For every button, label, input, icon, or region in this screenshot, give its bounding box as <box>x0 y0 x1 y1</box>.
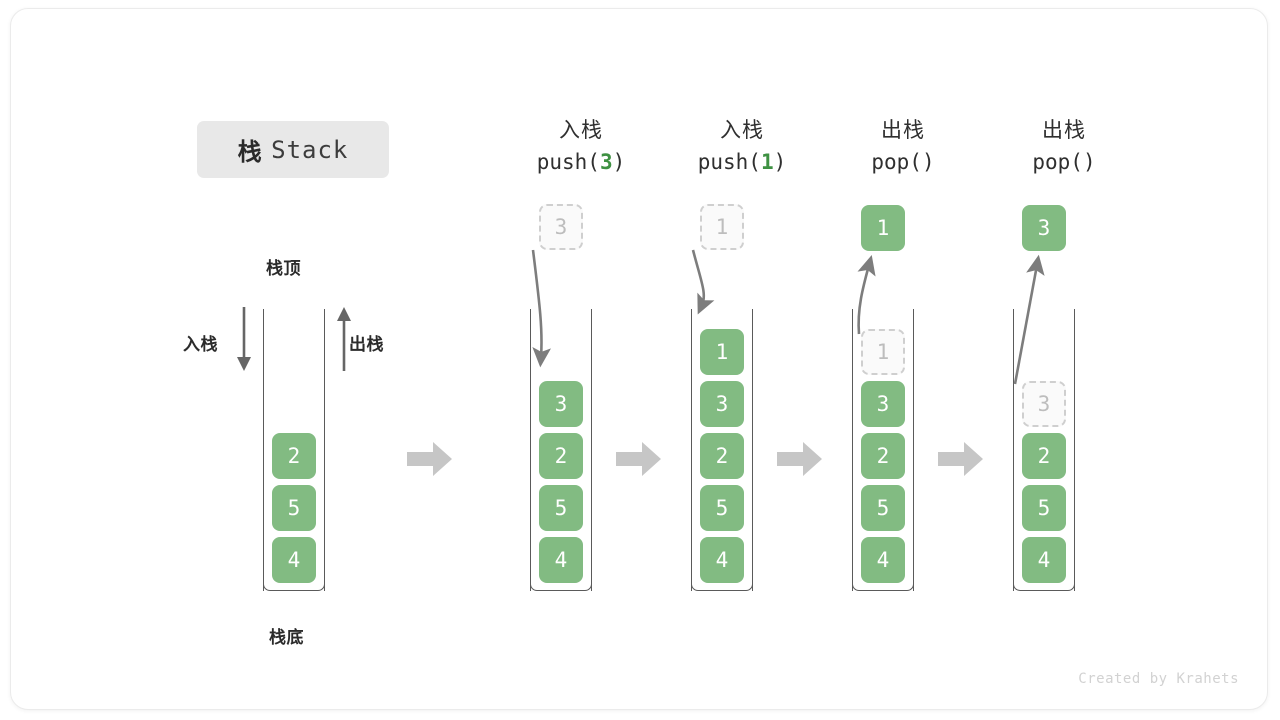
label-push-direction: 入栈 <box>183 335 218 354</box>
step-header-pop-3: 出栈 pop() <box>984 115 1144 179</box>
stack-floor <box>691 581 753 591</box>
stack-cell: 3 <box>539 381 583 427</box>
title-latin: Stack <box>271 135 349 164</box>
stack-cell: 2 <box>272 433 316 479</box>
stack-wall-left <box>1013 309 1014 591</box>
stack-cell: 3 <box>861 381 905 427</box>
stack-floor <box>1013 581 1075 591</box>
stack-wall-left <box>530 309 531 591</box>
transition-arrow-3 <box>777 442 822 476</box>
stack-floor <box>852 581 914 591</box>
stack-wall-right <box>1074 309 1075 591</box>
stack-cell: 5 <box>539 485 583 531</box>
step-header-push-3: 入栈 push(3) <box>501 115 661 179</box>
stack-container-push-1 <box>691 309 753 591</box>
step-op-code: pop() <box>871 150 935 174</box>
stack-cell: 2 <box>539 433 583 479</box>
step-op-code: push(3) <box>536 150 626 174</box>
stack-container-push-3 <box>530 309 592 591</box>
watermark: Created by Krahets <box>1078 671 1239 687</box>
stack-container-pop-3 <box>1013 309 1075 591</box>
stack-cell: 1 <box>700 329 744 375</box>
stack-wall-right <box>752 309 753 591</box>
push-arrow-1 <box>691 249 715 315</box>
step-header-push-1: 入栈 push(1) <box>662 115 822 179</box>
stack-wall-left <box>691 309 692 591</box>
stack-cell: 2 <box>1022 433 1066 479</box>
popped-value-box-pop-1: 1 <box>861 205 905 251</box>
stack-wall-right <box>591 309 592 591</box>
stack-cell: 5 <box>861 485 905 531</box>
push-direction-arrow <box>237 307 251 371</box>
diagram-title: 栈 Stack <box>197 121 389 178</box>
stack-cell: 4 <box>539 537 583 583</box>
stack-cell: 5 <box>700 485 744 531</box>
stack-cell: 4 <box>1022 537 1066 583</box>
stack-cell: 5 <box>1022 485 1066 531</box>
transition-arrow-1 <box>407 442 452 476</box>
stack-container-initial <box>263 309 325 591</box>
step-op-code: push(1) <box>697 150 787 174</box>
stack-cell: 3 <box>1022 381 1066 427</box>
stack-wall-right <box>324 309 325 591</box>
stack-wall-right <box>913 309 914 591</box>
stack-cell: 4 <box>700 537 744 583</box>
stack-floor <box>263 581 325 591</box>
stack-cell: 2 <box>861 433 905 479</box>
stack-cell: 4 <box>861 537 905 583</box>
stack-cell: 4 <box>272 537 316 583</box>
transition-arrow-2 <box>616 442 661 476</box>
stack-floor <box>530 581 592 591</box>
step-op-argument: 3 <box>599 150 613 174</box>
incoming-value-box-push-3: 3 <box>539 204 583 250</box>
stack-cell: 2 <box>700 433 744 479</box>
step-op-name: 入栈 <box>559 119 603 142</box>
step-header-pop-1: 出栈 pop() <box>823 115 983 179</box>
stack-container-pop-1 <box>852 309 914 591</box>
step-op-name: 入栈 <box>720 119 764 142</box>
stack-wall-left <box>263 309 264 591</box>
stack-cell: 5 <box>272 485 316 531</box>
title-cjk: 栈 <box>237 139 263 166</box>
popped-value-box-pop-3: 3 <box>1022 205 1066 251</box>
incoming-value-box-push-1: 1 <box>700 204 744 250</box>
transition-arrow-4 <box>938 442 983 476</box>
label-stack-bottom: 栈底 <box>269 628 304 647</box>
label-pop-direction: 出栈 <box>349 335 384 354</box>
step-op-name: 出栈 <box>1042 119 1086 142</box>
step-op-code: pop() <box>1032 150 1096 174</box>
pop-direction-arrow <box>337 307 351 371</box>
step-op-name: 出栈 <box>881 119 925 142</box>
step-op-argument: 1 <box>760 150 774 174</box>
label-stack-top: 栈顶 <box>266 259 301 278</box>
stack-cell: 1 <box>861 329 905 375</box>
stack-cell: 3 <box>700 381 744 427</box>
stack-wall-left <box>852 309 853 591</box>
